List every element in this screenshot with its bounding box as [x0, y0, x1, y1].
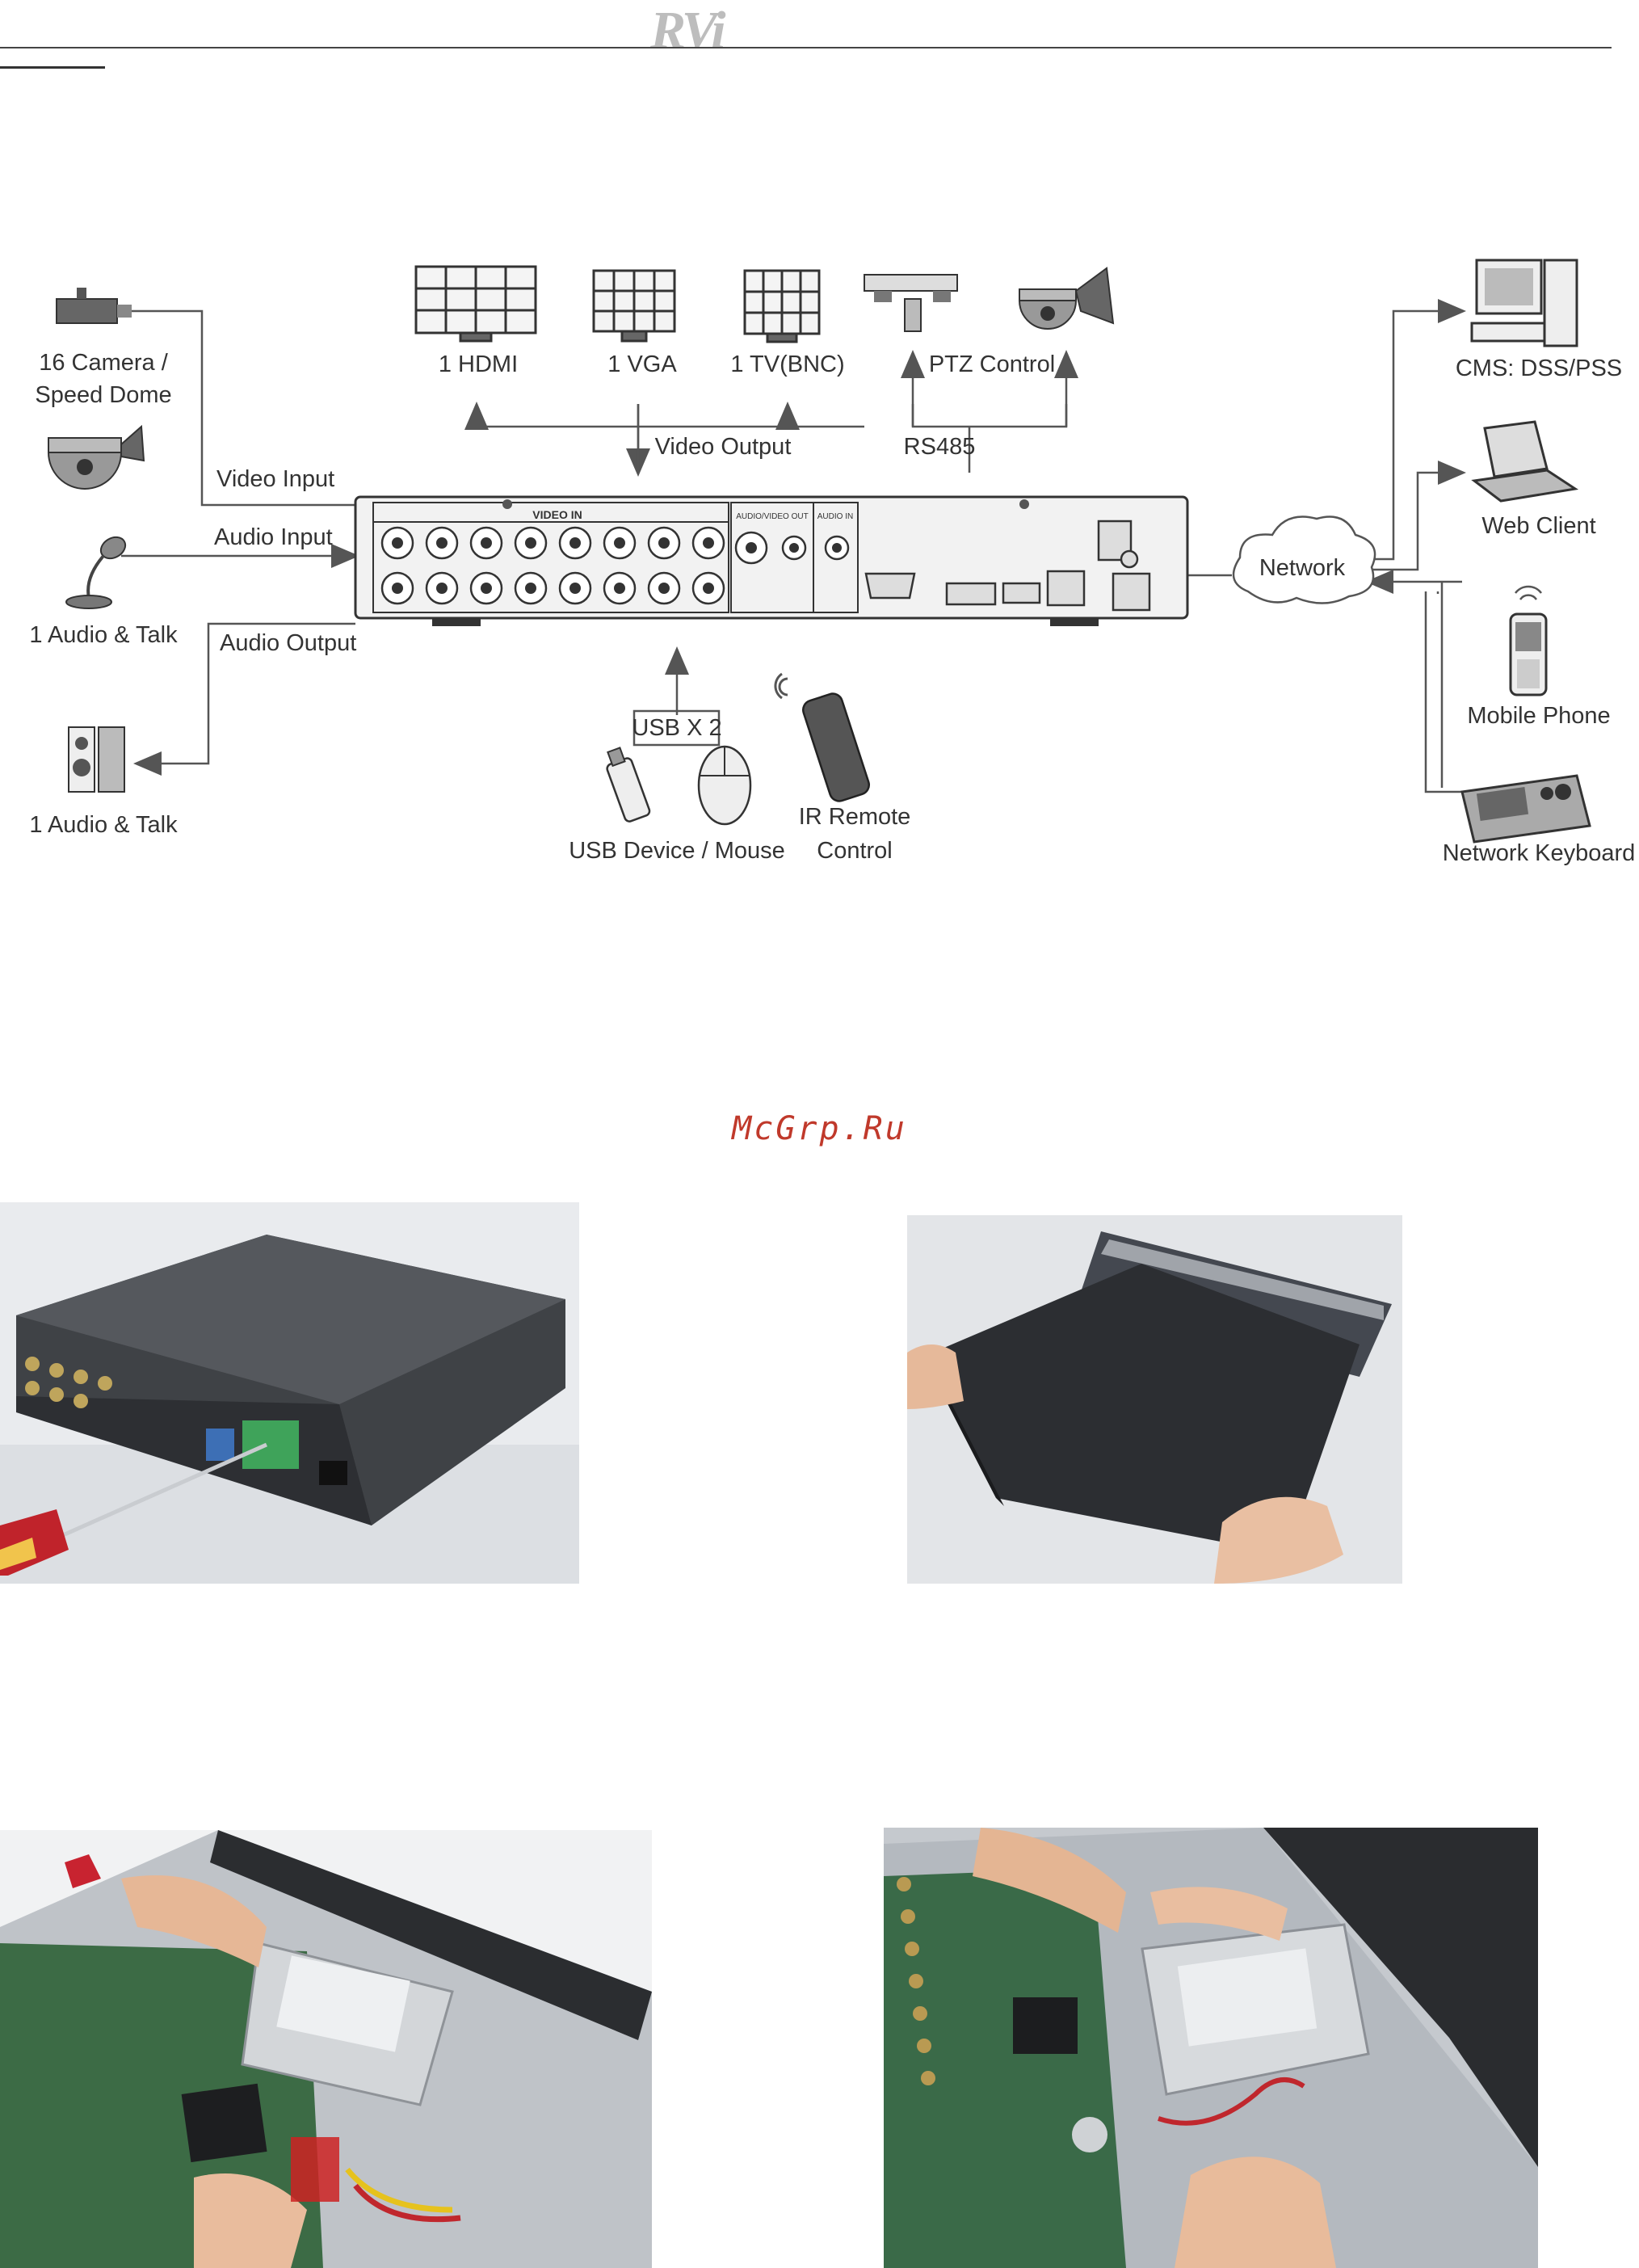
audio-video-out-panel-label: AUDIO/VIDEO OUT: [736, 512, 808, 521]
video-output-label: Video Output: [655, 434, 792, 460]
vga-port: [866, 574, 914, 598]
ir-remote-label-line1: IR Remote: [799, 804, 911, 830]
speaker-audio-talk-label: 1 Audio & Talk: [29, 812, 178, 838]
watermark-text: McGrp.Ru: [0, 1110, 1639, 1147]
hdmi-label: 1 HDMI: [439, 351, 518, 377]
speed-dome-icon: [48, 427, 144, 489]
ethernet-port: [1048, 571, 1084, 605]
video-in-panel-label: VIDEO IN: [532, 508, 582, 521]
tv-monitor-icon: [745, 271, 819, 342]
cms-computer-icon: [1472, 260, 1577, 346]
ptz-dome-icon: [1019, 268, 1113, 329]
tv-bnc-label: 1 TV(BNC): [730, 351, 844, 377]
camera-label-line1: 16 Camera /: [39, 350, 169, 376]
network-keyboard-label: Network Keyboard: [1443, 840, 1636, 866]
ptz-camera-icon: [864, 275, 957, 331]
usb-device-mouse-label: USB Device / Mouse: [569, 838, 785, 864]
usb-x2-label: USB X 2: [632, 715, 721, 741]
video-input-label: Video Input: [216, 466, 334, 492]
ground-port: [1121, 551, 1137, 567]
audio-in-panel-label: AUDIO IN: [817, 512, 853, 521]
audio-input-label: Audio Input: [214, 524, 333, 550]
photo-remove-screws: [0, 1202, 579, 1584]
microphone-icon: [66, 533, 129, 608]
web-client-label: Web Client: [1481, 513, 1595, 539]
ptz-control-label: PTZ Control: [929, 351, 1055, 377]
photo-connect-hdd-cables: [884, 1828, 1538, 2268]
connection-diagram: 16 Camera / Speed Dome Video Input Audio…: [0, 210, 1639, 889]
mouse-icon: [699, 747, 750, 824]
audio-output-label: Audio Output: [220, 630, 356, 656]
power-port: [1113, 574, 1149, 610]
photo-remove-cover: [907, 1215, 1402, 1584]
hdmi-port: [947, 583, 995, 604]
rs485-label: RS485: [904, 434, 976, 460]
speaker-icon: [69, 727, 124, 792]
header-rule: [0, 47, 1612, 48]
hdmi-monitor-icon: [416, 267, 536, 341]
vga-monitor-icon: [594, 271, 675, 341]
rvi-logo: RVi: [650, 0, 723, 61]
ir-remote-icon: [775, 674, 872, 804]
usb-port: [1003, 583, 1040, 603]
mobile-phone-label: Mobile Phone: [1467, 703, 1610, 729]
network-label: Network: [1259, 555, 1346, 581]
web-client-laptop-icon: [1474, 422, 1575, 501]
ir-remote-label-line2: Control: [817, 838, 893, 864]
mic-audio-talk-label: 1 Audio & Talk: [29, 622, 178, 648]
cms-dss-pss-label: CMS: DSS/PSS: [1456, 356, 1622, 381]
network-keyboard-icon: [1462, 776, 1590, 842]
camera-icon: [57, 288, 132, 323]
header-mark: [0, 66, 105, 69]
vga-label: 1 VGA: [607, 351, 677, 377]
usb-stick-icon: [606, 747, 651, 823]
mobile-phone-icon: [1511, 587, 1546, 695]
camera-label-line2: Speed Dome: [35, 382, 171, 408]
photo-install-hdd: [0, 1830, 652, 2268]
